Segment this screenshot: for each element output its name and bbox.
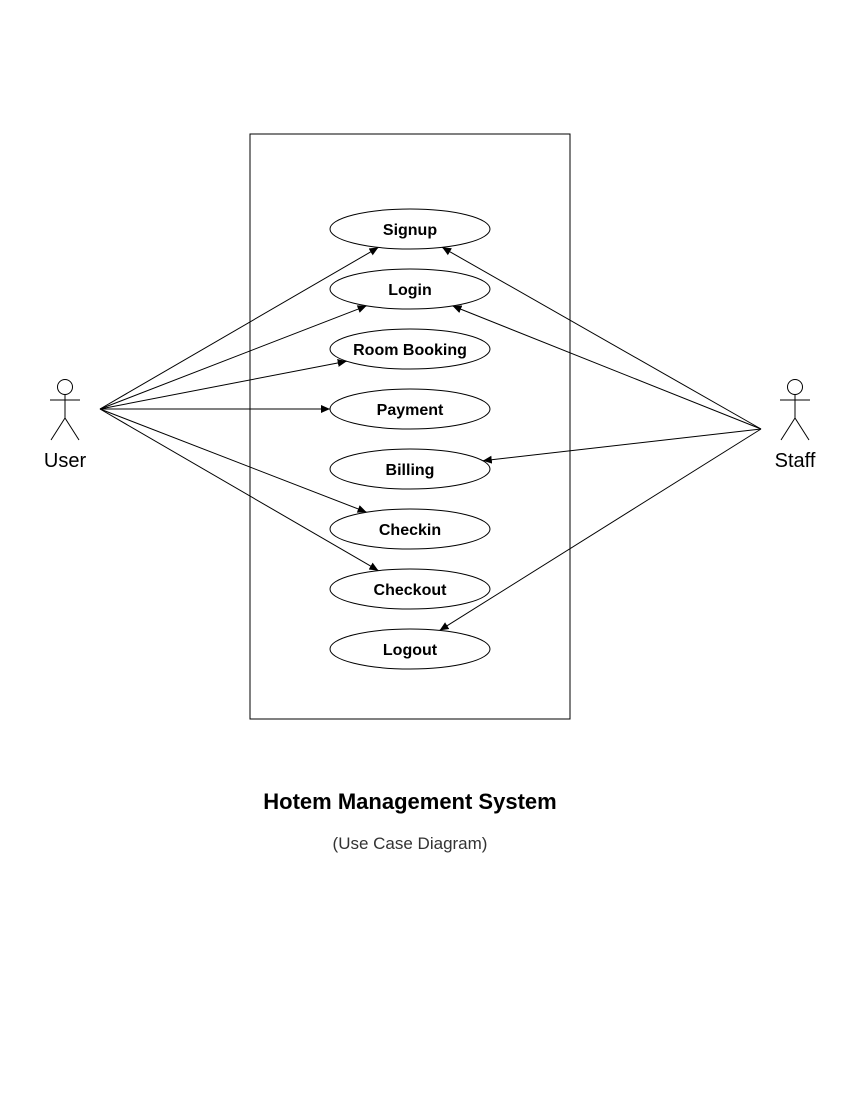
association-staff-billing bbox=[482, 428, 762, 464]
association-user-login bbox=[99, 305, 367, 410]
diagram-title: Hotem Management System bbox=[263, 789, 557, 814]
actor-user[interactable]: User bbox=[44, 379, 87, 473]
use-case-logout[interactable]: Logout bbox=[329, 628, 491, 670]
use-case-label: Login bbox=[388, 282, 432, 299]
association-user-signup bbox=[99, 246, 379, 410]
use-case-signup[interactable]: Signup bbox=[329, 208, 491, 250]
use-case-label: Payment bbox=[377, 402, 444, 419]
use-case-billing[interactable]: Billing bbox=[329, 448, 491, 490]
use-case-payment[interactable]: Payment bbox=[329, 388, 491, 430]
association-user-checkin bbox=[99, 408, 367, 513]
stick-figure-icon bbox=[780, 379, 810, 441]
use-case-checkout[interactable]: Checkout bbox=[329, 568, 491, 610]
association-user-checkout bbox=[99, 408, 379, 572]
association-staff-signup bbox=[441, 246, 762, 430]
use-case-login[interactable]: Login bbox=[329, 268, 491, 310]
association-staff-login bbox=[452, 305, 762, 430]
diagram-subtitle: (Use Case Diagram) bbox=[332, 834, 488, 853]
association-staff-logout bbox=[439, 428, 762, 631]
actor-user-label: User bbox=[44, 450, 87, 472]
stick-figure-icon bbox=[50, 379, 80, 441]
use-case-label: Room Booking bbox=[353, 342, 467, 359]
system-boundary bbox=[249, 133, 571, 720]
actor-staff[interactable]: Staff bbox=[775, 379, 816, 473]
use-case-label: Signup bbox=[383, 222, 437, 239]
associations bbox=[99, 246, 762, 631]
use-case-label: Checkin bbox=[379, 522, 441, 539]
actor-staff-label: Staff bbox=[775, 450, 816, 472]
use-case-label: Logout bbox=[383, 642, 438, 659]
use-case-label: Checkout bbox=[374, 582, 448, 599]
use-case-room-booking[interactable]: Room Booking bbox=[329, 328, 491, 370]
use-case-label: Billing bbox=[386, 462, 435, 479]
association-user-room-booking bbox=[99, 358, 347, 410]
use-case-checkin[interactable]: Checkin bbox=[329, 508, 491, 550]
